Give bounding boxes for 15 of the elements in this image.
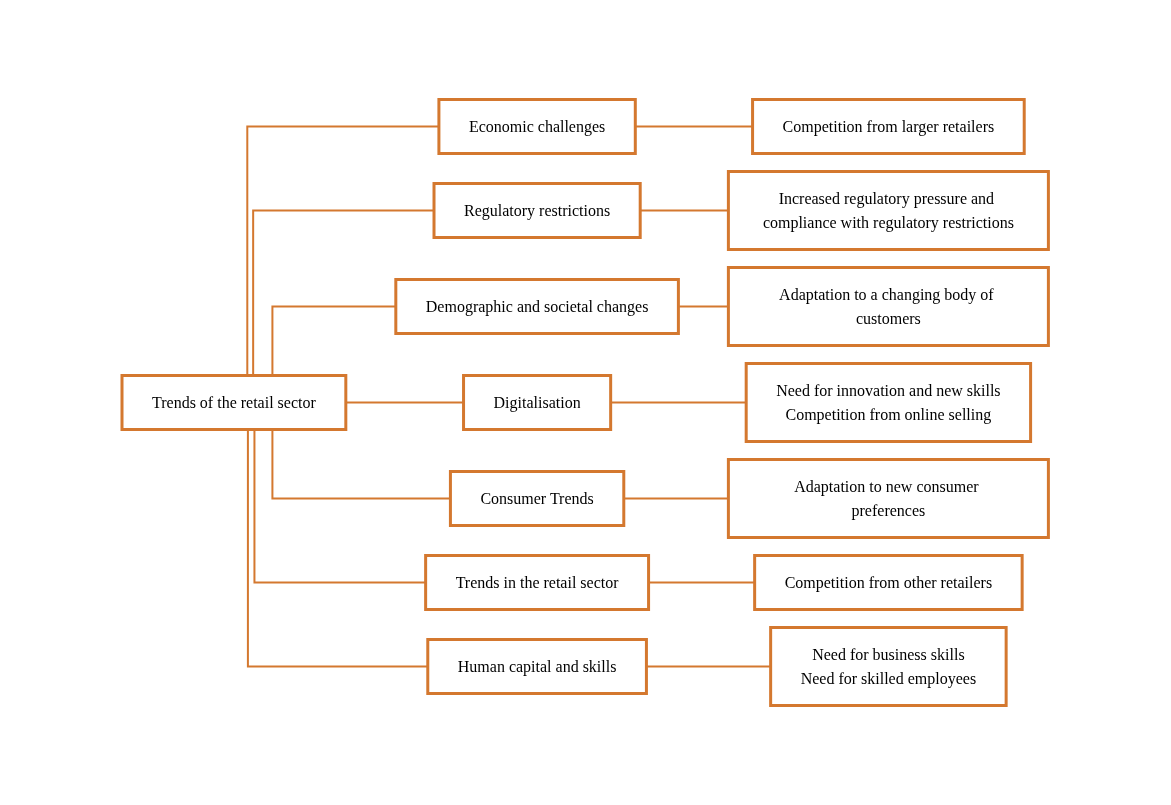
node-box: Digitalisation (462, 374, 613, 431)
node-box: Economic challenges (437, 98, 638, 155)
node-box: Human capital and skills (426, 638, 649, 695)
node-box: Demographic and societal changes (394, 278, 681, 335)
node-box: Competition from other retailers (753, 554, 1024, 611)
node-box: Need for business skills Need for skilled employees (769, 626, 1008, 707)
node-box: Trends in the retail sector (424, 554, 651, 611)
node-box: Adaptation to a changing body of customers (727, 266, 1051, 347)
node-box: Adaptation to new consumer preferences (727, 458, 1051, 539)
node-box: Regulatory restrictions (432, 182, 642, 239)
node-box: Competition from larger retailers (751, 98, 1026, 155)
node-box: Increased regulatory pressure and compliance with regulatory restrictions (727, 170, 1051, 251)
node-box: Trends of the retail sector (120, 374, 348, 431)
node-box: Consumer Trends (449, 470, 626, 527)
node-box: Need for innovation and new skills Competition from online selling (745, 362, 1033, 443)
